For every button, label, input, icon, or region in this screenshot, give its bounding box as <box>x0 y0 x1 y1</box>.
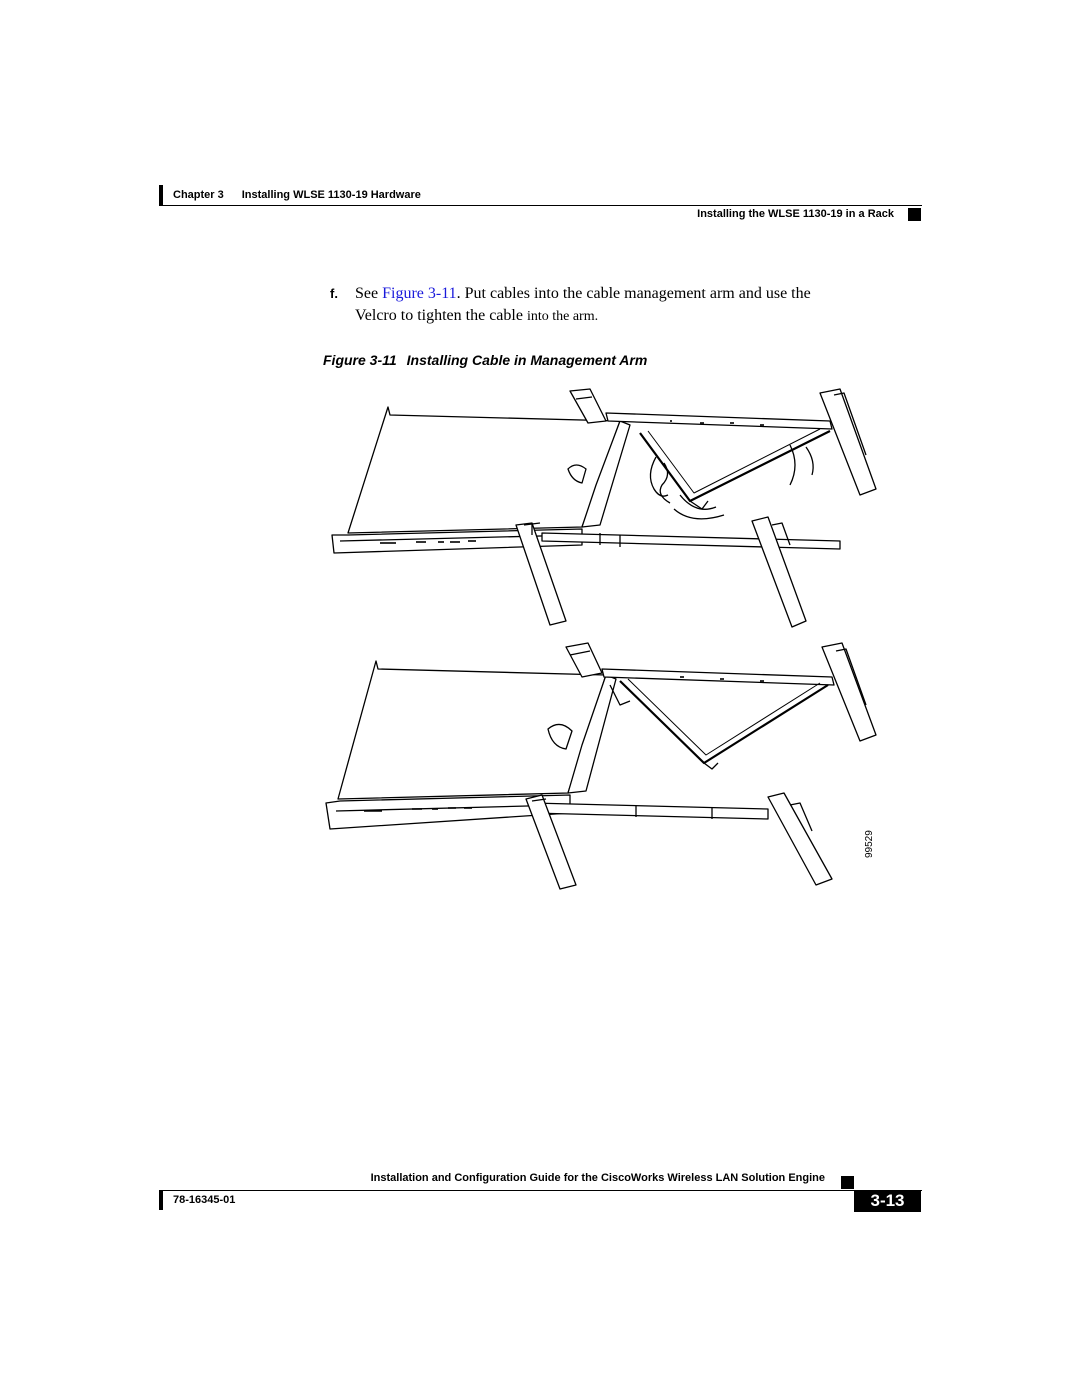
header-square-marker <box>908 208 921 221</box>
footer-rule <box>159 1190 922 1191</box>
top-view-drawing <box>331 388 877 628</box>
step-text-line2-main: Velcro to tighten the cable <box>355 307 527 324</box>
page-number: 3-13 <box>854 1190 921 1212</box>
cable-management-arm-illustration <box>320 385 900 895</box>
chapter-label: Chapter 3 <box>173 189 224 201</box>
chapter-heading: Chapter 3 Installing WLSE 1130-19 Hardwar… <box>173 189 421 201</box>
figure-caption-title: Installing Cable in Management Arm <box>406 352 648 368</box>
guide-title: Installation and Configuration Guide for… <box>370 1172 825 1184</box>
chapter-title: Installing WLSE 1130-19 Hardware <box>241 189 421 201</box>
section-title: Installing the WLSE 1130-19 in a Rack <box>697 208 894 220</box>
figure-caption-label: Figure 3-11 <box>323 352 397 368</box>
illustration-svg <box>325 388 877 890</box>
figure-image-id: 99529 <box>864 830 875 858</box>
figure-cross-reference-link[interactable]: Figure 3-11 <box>382 285 457 302</box>
procedure-step: f. See Figure 3-11. Put cables into the c… <box>330 283 900 328</box>
step-text-start: See <box>355 285 383 302</box>
step-text-line2-small: into the arm. <box>526 309 599 324</box>
figure-caption: Figure 3-11 Installing Cable in Managemen… <box>323 352 647 368</box>
header-left-bar <box>159 185 163 205</box>
bottom-view-drawing <box>325 642 877 890</box>
header-rule <box>159 205 922 206</box>
footer-left-bar <box>159 1190 163 1210</box>
step-marker: f. <box>330 286 338 301</box>
footer-square-marker <box>841 1176 854 1189</box>
step-text-end: . Put cables into the cable management a… <box>456 285 811 302</box>
step-text-line2: Velcro to tighten the cable into the arm… <box>330 305 900 328</box>
document-number: 78-16345-01 <box>173 1194 236 1206</box>
